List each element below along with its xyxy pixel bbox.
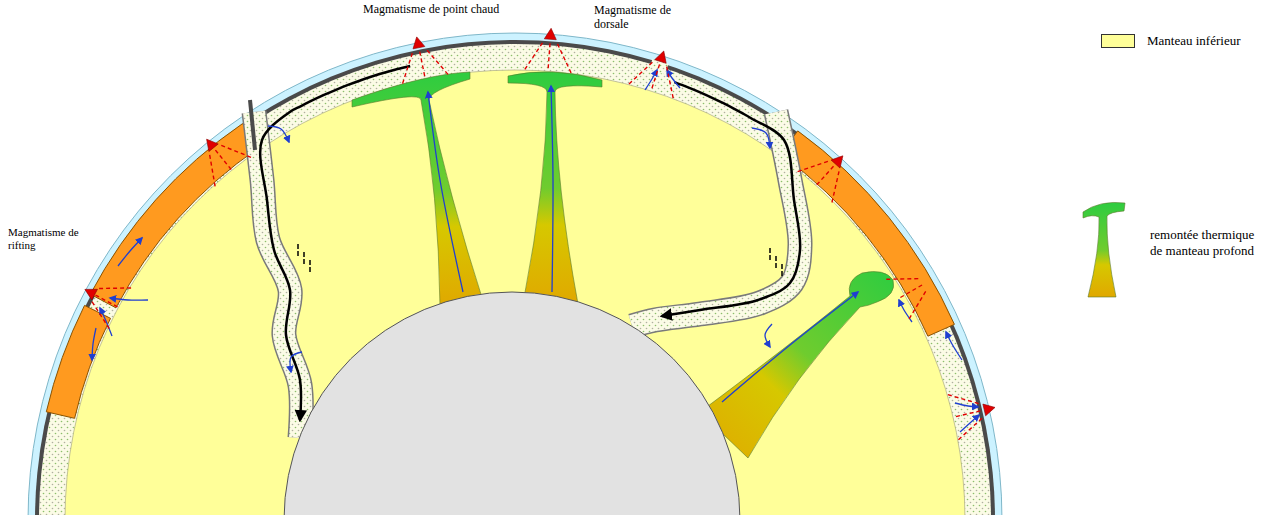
convection-arrow [118, 238, 142, 266]
slab-plate [250, 100, 255, 150]
magma-dash [958, 418, 982, 440]
continent [46, 305, 110, 418]
lower-mantle [65, 70, 965, 515]
magma-dash [99, 287, 132, 289]
volcano [831, 152, 847, 168]
volcano [202, 135, 218, 151]
process-label: Magmatisme de rifting [8, 226, 96, 251]
convection-arrow [551, 86, 553, 292]
mantle-plume [508, 72, 602, 304]
convection-arrow [110, 298, 148, 300]
continent [90, 124, 259, 308]
earth-section [28, 28, 1002, 515]
volcano [82, 284, 97, 300]
magma-dash [886, 278, 919, 280]
magma-dash [548, 43, 550, 71]
magma-dash [797, 161, 828, 172]
convection-arrow [92, 328, 96, 360]
magma-dash [815, 166, 834, 187]
lithosphere [35, 40, 995, 515]
convection-arrow [100, 308, 112, 336]
magma-dash [95, 295, 120, 308]
volcano [655, 49, 670, 63]
plate-motion-arrow [662, 82, 800, 316]
convection-arrow [946, 332, 962, 360]
magma-dash [832, 171, 839, 203]
magma-dash [221, 145, 251, 157]
fault-mark [781, 264, 783, 276]
magma-dash [953, 411, 980, 417]
convection-arrow [722, 292, 858, 402]
legend-text: Manteau inférieur [1147, 33, 1277, 49]
magma-dash [557, 44, 571, 74]
mantle-plume [352, 72, 484, 306]
fault-mark [309, 260, 311, 272]
magma-dash [402, 53, 412, 84]
magma-dash [947, 394, 978, 403]
magma-dash [427, 50, 448, 75]
volcano [544, 28, 557, 40]
convection-arrow [765, 324, 772, 347]
fault-mark [297, 244, 299, 256]
plume-symbol [1083, 202, 1125, 297]
fault-mark [303, 252, 305, 264]
convection-arrow [667, 70, 680, 88]
process-label: Magmatisme de dorsale [594, 4, 686, 32]
magma-dash [420, 52, 426, 79]
magma-dash [898, 285, 922, 299]
convection-arrow [955, 403, 978, 407]
magma-dash [215, 150, 233, 172]
convection-arrow [899, 300, 912, 322]
convection-arrow [290, 352, 302, 372]
legend-swatch [1101, 34, 1135, 48]
ocean-band [28, 33, 1002, 515]
fault-mark [769, 248, 771, 260]
magma-dash [210, 155, 216, 187]
convection-arrow [752, 128, 770, 148]
convection-arrow [428, 92, 463, 292]
magma-dash [92, 302, 110, 330]
fault-mark [775, 256, 777, 268]
mantle-plume [700, 272, 894, 458]
magma-dash [651, 64, 659, 91]
magma-dash [628, 62, 652, 84]
magma-dash [909, 291, 926, 319]
volcano [983, 402, 996, 416]
core [284, 292, 740, 515]
magma-dash [524, 43, 542, 70]
magma-dash [667, 67, 674, 99]
convection-arrow [268, 126, 289, 142]
process-label: Magmatisme de point chaud [363, 3, 543, 17]
legend-text: remontée thermique de manteau profond [1150, 227, 1262, 258]
plate-motion-arrow [260, 66, 410, 420]
upper-mantle [39, 44, 991, 515]
volcano [411, 36, 425, 49]
